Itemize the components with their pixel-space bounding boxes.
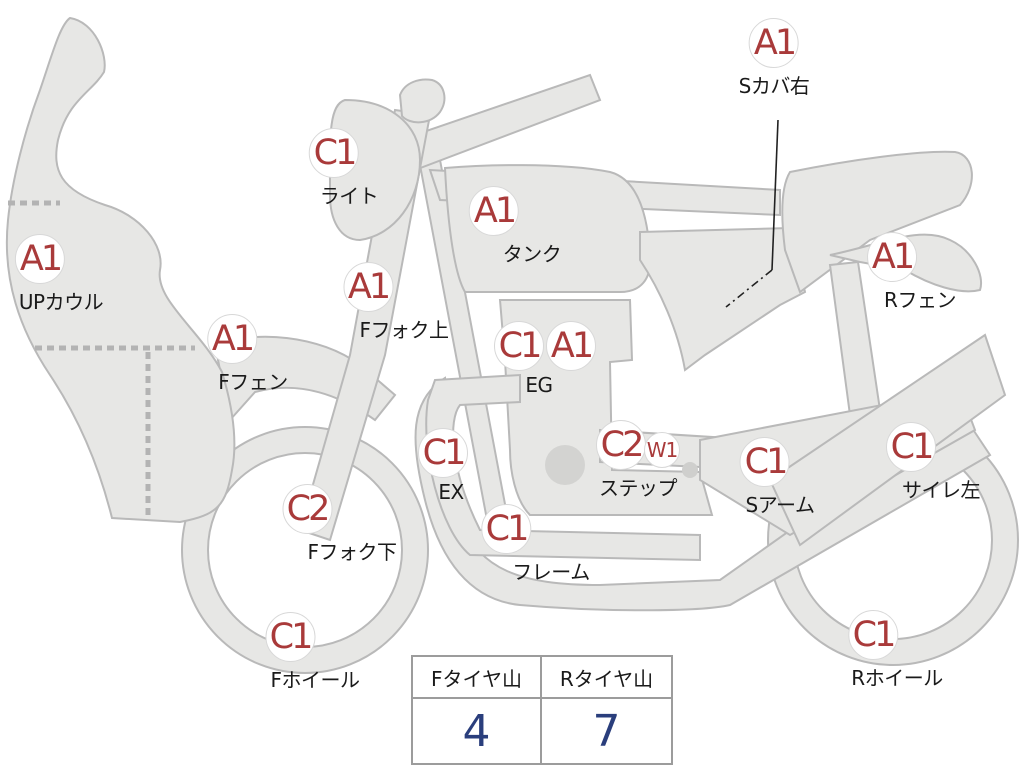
condition-badge: C1 — [848, 610, 898, 660]
step-extra-badge[interactable]: W1 — [644, 432, 680, 468]
condition-badge: A1 — [206, 314, 257, 364]
part-label: Fフォク上 — [359, 318, 449, 342]
callout-silencer-left[interactable]: C1 サイレ左 — [842, 422, 981, 503]
part-label: Rホイール — [851, 666, 943, 690]
part-label: EG — [525, 373, 553, 397]
rear-tread-value: 7 — [592, 705, 621, 757]
front-tread-header: Fタイヤ山 — [413, 657, 542, 699]
callout-tank[interactable]: A1 タンク — [427, 186, 562, 267]
rear-tread-header: Rタイヤ山 — [542, 657, 671, 699]
front-wheel-outer-edge — [181, 426, 429, 674]
condition-badge: A1 — [546, 321, 596, 371]
upper-cowl-shape — [5, 16, 236, 524]
part-label: ライト — [319, 184, 379, 208]
callout-upper-cowl[interactable]: A1 UPカウル — [0, 234, 104, 315]
part-label: Rフェン — [884, 288, 956, 312]
condition-badge: C1 — [494, 321, 544, 371]
side-cover-shape — [639, 226, 807, 372]
callout-step[interactable]: C2 ステップ — [565, 420, 678, 501]
callout-swingarm[interactable]: C1 Sアーム — [716, 437, 815, 518]
front-tread-value: 4 — [413, 699, 542, 763]
condition-badge: A1 — [748, 18, 799, 68]
part-label: Fフェン — [218, 370, 288, 394]
mirror-shape — [398, 78, 446, 124]
callout-frame[interactable]: C1 フレーム — [422, 504, 590, 585]
condition-badge: W1 — [644, 432, 680, 468]
condition-badge: A1 — [342, 262, 393, 312]
tire-tread-table: Fタイヤ山 Rタイヤ山 4 7 — [411, 655, 673, 765]
front-wheel-shape — [182, 427, 428, 673]
callout-rear-wheel[interactable]: C1 Rホイール — [803, 610, 943, 691]
part-label: フレーム — [512, 560, 590, 584]
condition-badge: C1 — [886, 422, 936, 472]
condition-badge: C1 — [418, 428, 468, 478]
callout-engine[interactable]: A1 EG — [525, 321, 596, 397]
side-cover-leader-line — [771, 119, 779, 271]
callout-front-wheel[interactable]: C1 Fホイール — [220, 612, 360, 693]
condition-badge: A1 — [14, 234, 65, 284]
part-label: UPカウル — [18, 290, 104, 314]
engine-extra-badge[interactable]: C1 — [494, 321, 544, 371]
callout-front-fork-upper[interactable]: A1 Fフォク上 — [287, 262, 449, 343]
part-label: Sカバ右 — [738, 74, 810, 98]
callout-rear-fender[interactable]: A1 Rフェン — [828, 232, 956, 313]
condition-badge: A1 — [469, 186, 519, 236]
callout-front-fork-lower[interactable]: C2 Fフォク下 — [217, 484, 397, 565]
callout-headlight[interactable]: C1 ライト — [290, 128, 379, 209]
callout-side-cover-right[interactable]: A1 Sカバ右 — [739, 18, 810, 99]
seat-shape — [781, 150, 973, 294]
part-label: Fフォク下 — [307, 540, 397, 564]
callout-front-fender[interactable]: A1 Fフェン — [176, 314, 288, 395]
condition-badge: C2 — [596, 420, 646, 470]
condition-badge: C1 — [740, 437, 790, 487]
engine-cover-detail — [545, 445, 585, 485]
part-label: EX — [438, 480, 464, 504]
side-cover-leader-dash — [725, 269, 773, 308]
callout-exhaust[interactable]: C1 EX — [418, 428, 468, 504]
part-label: タンク — [502, 242, 562, 266]
part-label: Sアーム — [745, 493, 815, 517]
part-label: サイレ左 — [902, 478, 981, 502]
condition-badge: C2 — [281, 484, 332, 534]
condition-badge: A1 — [867, 232, 917, 282]
part-label: Fホイール — [270, 668, 360, 692]
condition-badge: C1 — [481, 504, 531, 554]
condition-badge: C1 — [309, 128, 359, 178]
part-label: ステップ — [599, 476, 678, 500]
condition-badge: C1 — [264, 612, 315, 662]
footpeg-knob — [682, 462, 698, 478]
